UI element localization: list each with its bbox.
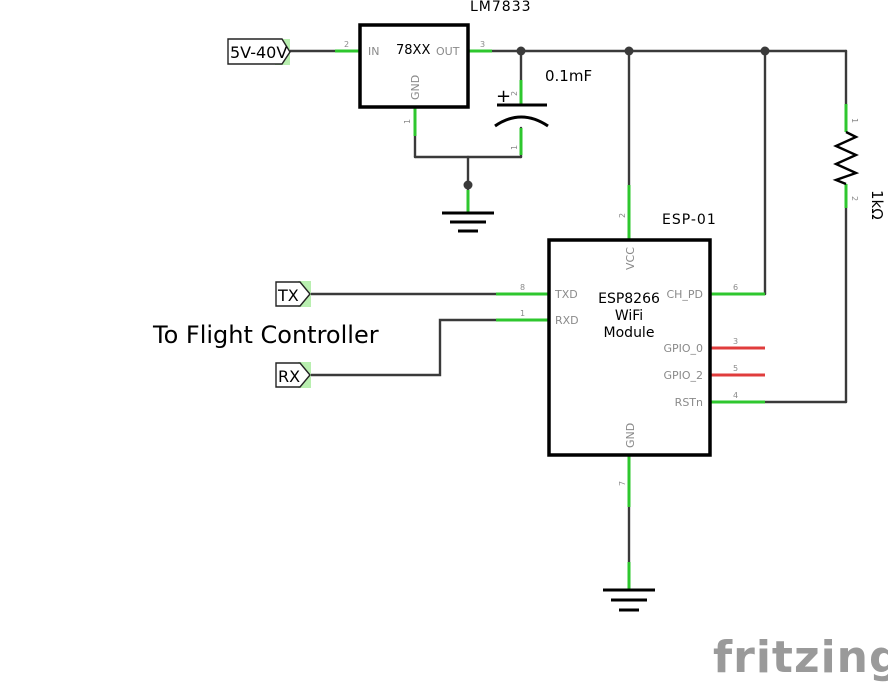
flight-controller-caption: To Flight Controller — [152, 321, 379, 349]
esp-pin-chpd-label: CH_PD — [666, 288, 703, 301]
regulator-name: LM7833 — [470, 0, 532, 15]
port-shape — [227, 38, 291, 65]
esp-pin-rxd-num: 1 — [520, 309, 525, 318]
esp-pin-rstn-label: RSTn — [675, 396, 703, 409]
capacitor-value: 0.1mF — [545, 67, 592, 85]
resistor-pin-2-num: 2 — [850, 196, 859, 201]
port-power-label: 5V-40V — [230, 43, 287, 62]
junction-dot — [516, 46, 526, 56]
resistor-pin-1-num: 1 — [850, 118, 859, 123]
junctions — [463, 46, 770, 190]
capacitor-pin-neg-num: 1 — [510, 145, 519, 150]
wire-rx — [308, 318, 498, 377]
esp-pin-gnd-label: GND — [624, 423, 637, 448]
resistor-value: 1kΩ — [868, 190, 886, 220]
esp-module[interactable]: ESP-01 VCC TXD RXD CH_PD GPIO_0 GPIO_2 R… — [496, 185, 765, 507]
capacitor-polarity: + — [496, 86, 511, 107]
resistor-zigzag — [832, 130, 860, 186]
esp-body-line2: WiFi — [615, 308, 643, 324]
capacitor[interactable]: + 0.1mF 2 1 — [494, 67, 592, 155]
voltage-regulator[interactable]: LM7833 IN OUT GND 78XX 2 3 1 — [335, 0, 532, 136]
regulator-pin-in-label: IN — [368, 45, 379, 58]
esp-pin-txd-num: 8 — [520, 283, 525, 292]
regulator-body-label: 78XX — [396, 43, 430, 58]
esp-name: ESP-01 — [662, 212, 717, 228]
regulator-pin-out-num: 3 — [480, 40, 485, 49]
ground-symbol-top — [442, 190, 494, 233]
port-power[interactable]: 5V-40V — [227, 38, 291, 65]
esp-pin-vcc-num: 2 — [618, 213, 627, 218]
junction-dot — [463, 180, 473, 190]
esp-pin-rstn-num: 4 — [733, 391, 738, 400]
esp-pin-rxd-label: RXD — [555, 314, 579, 327]
regulator-pin-in-num: 2 — [344, 40, 349, 49]
esp-pin-gpio0-num: 3 — [733, 337, 738, 346]
fritzing-logo: fritzing — [713, 632, 888, 683]
esp-pin-txd-label: TXD — [554, 288, 578, 301]
port-shape — [275, 362, 311, 388]
port-tx-label: TX — [277, 286, 299, 305]
resistor[interactable]: 1kΩ 1 2 — [832, 104, 886, 220]
esp-pin-chpd-num: 6 — [733, 283, 738, 292]
regulator-body — [358, 23, 470, 109]
port-rx-label: RX — [278, 367, 300, 386]
port-rx[interactable]: RX — [275, 362, 311, 388]
regulator-pin-gnd-label: GND — [409, 75, 422, 100]
junction-dot — [624, 46, 634, 56]
ground-symbol-bottom — [603, 562, 655, 612]
capacitor-plate-neg — [494, 115, 549, 128]
esp-pin-gpio0-label: GPIO_0 — [663, 342, 703, 355]
regulator-pin-out-label: OUT — [436, 45, 460, 58]
esp-pin-gnd-num: 7 — [618, 481, 627, 486]
capacitor-pin-pos-num: 2 — [510, 91, 519, 96]
esp-body — [547, 238, 712, 457]
port-shape — [275, 281, 311, 307]
esp-body-line3: Module — [604, 325, 655, 341]
regulator-pin-gnd-num: 1 — [403, 119, 412, 124]
esp-pin-gpio2-label: GPIO_2 — [663, 369, 703, 382]
port-tx[interactable]: TX — [275, 281, 311, 307]
esp-body-line1: ESP8266 — [598, 291, 660, 307]
esp-pin-gpio2-num: 5 — [733, 364, 738, 373]
esp-pin-vcc-label: VCC — [624, 247, 637, 270]
junction-dot — [760, 46, 770, 56]
